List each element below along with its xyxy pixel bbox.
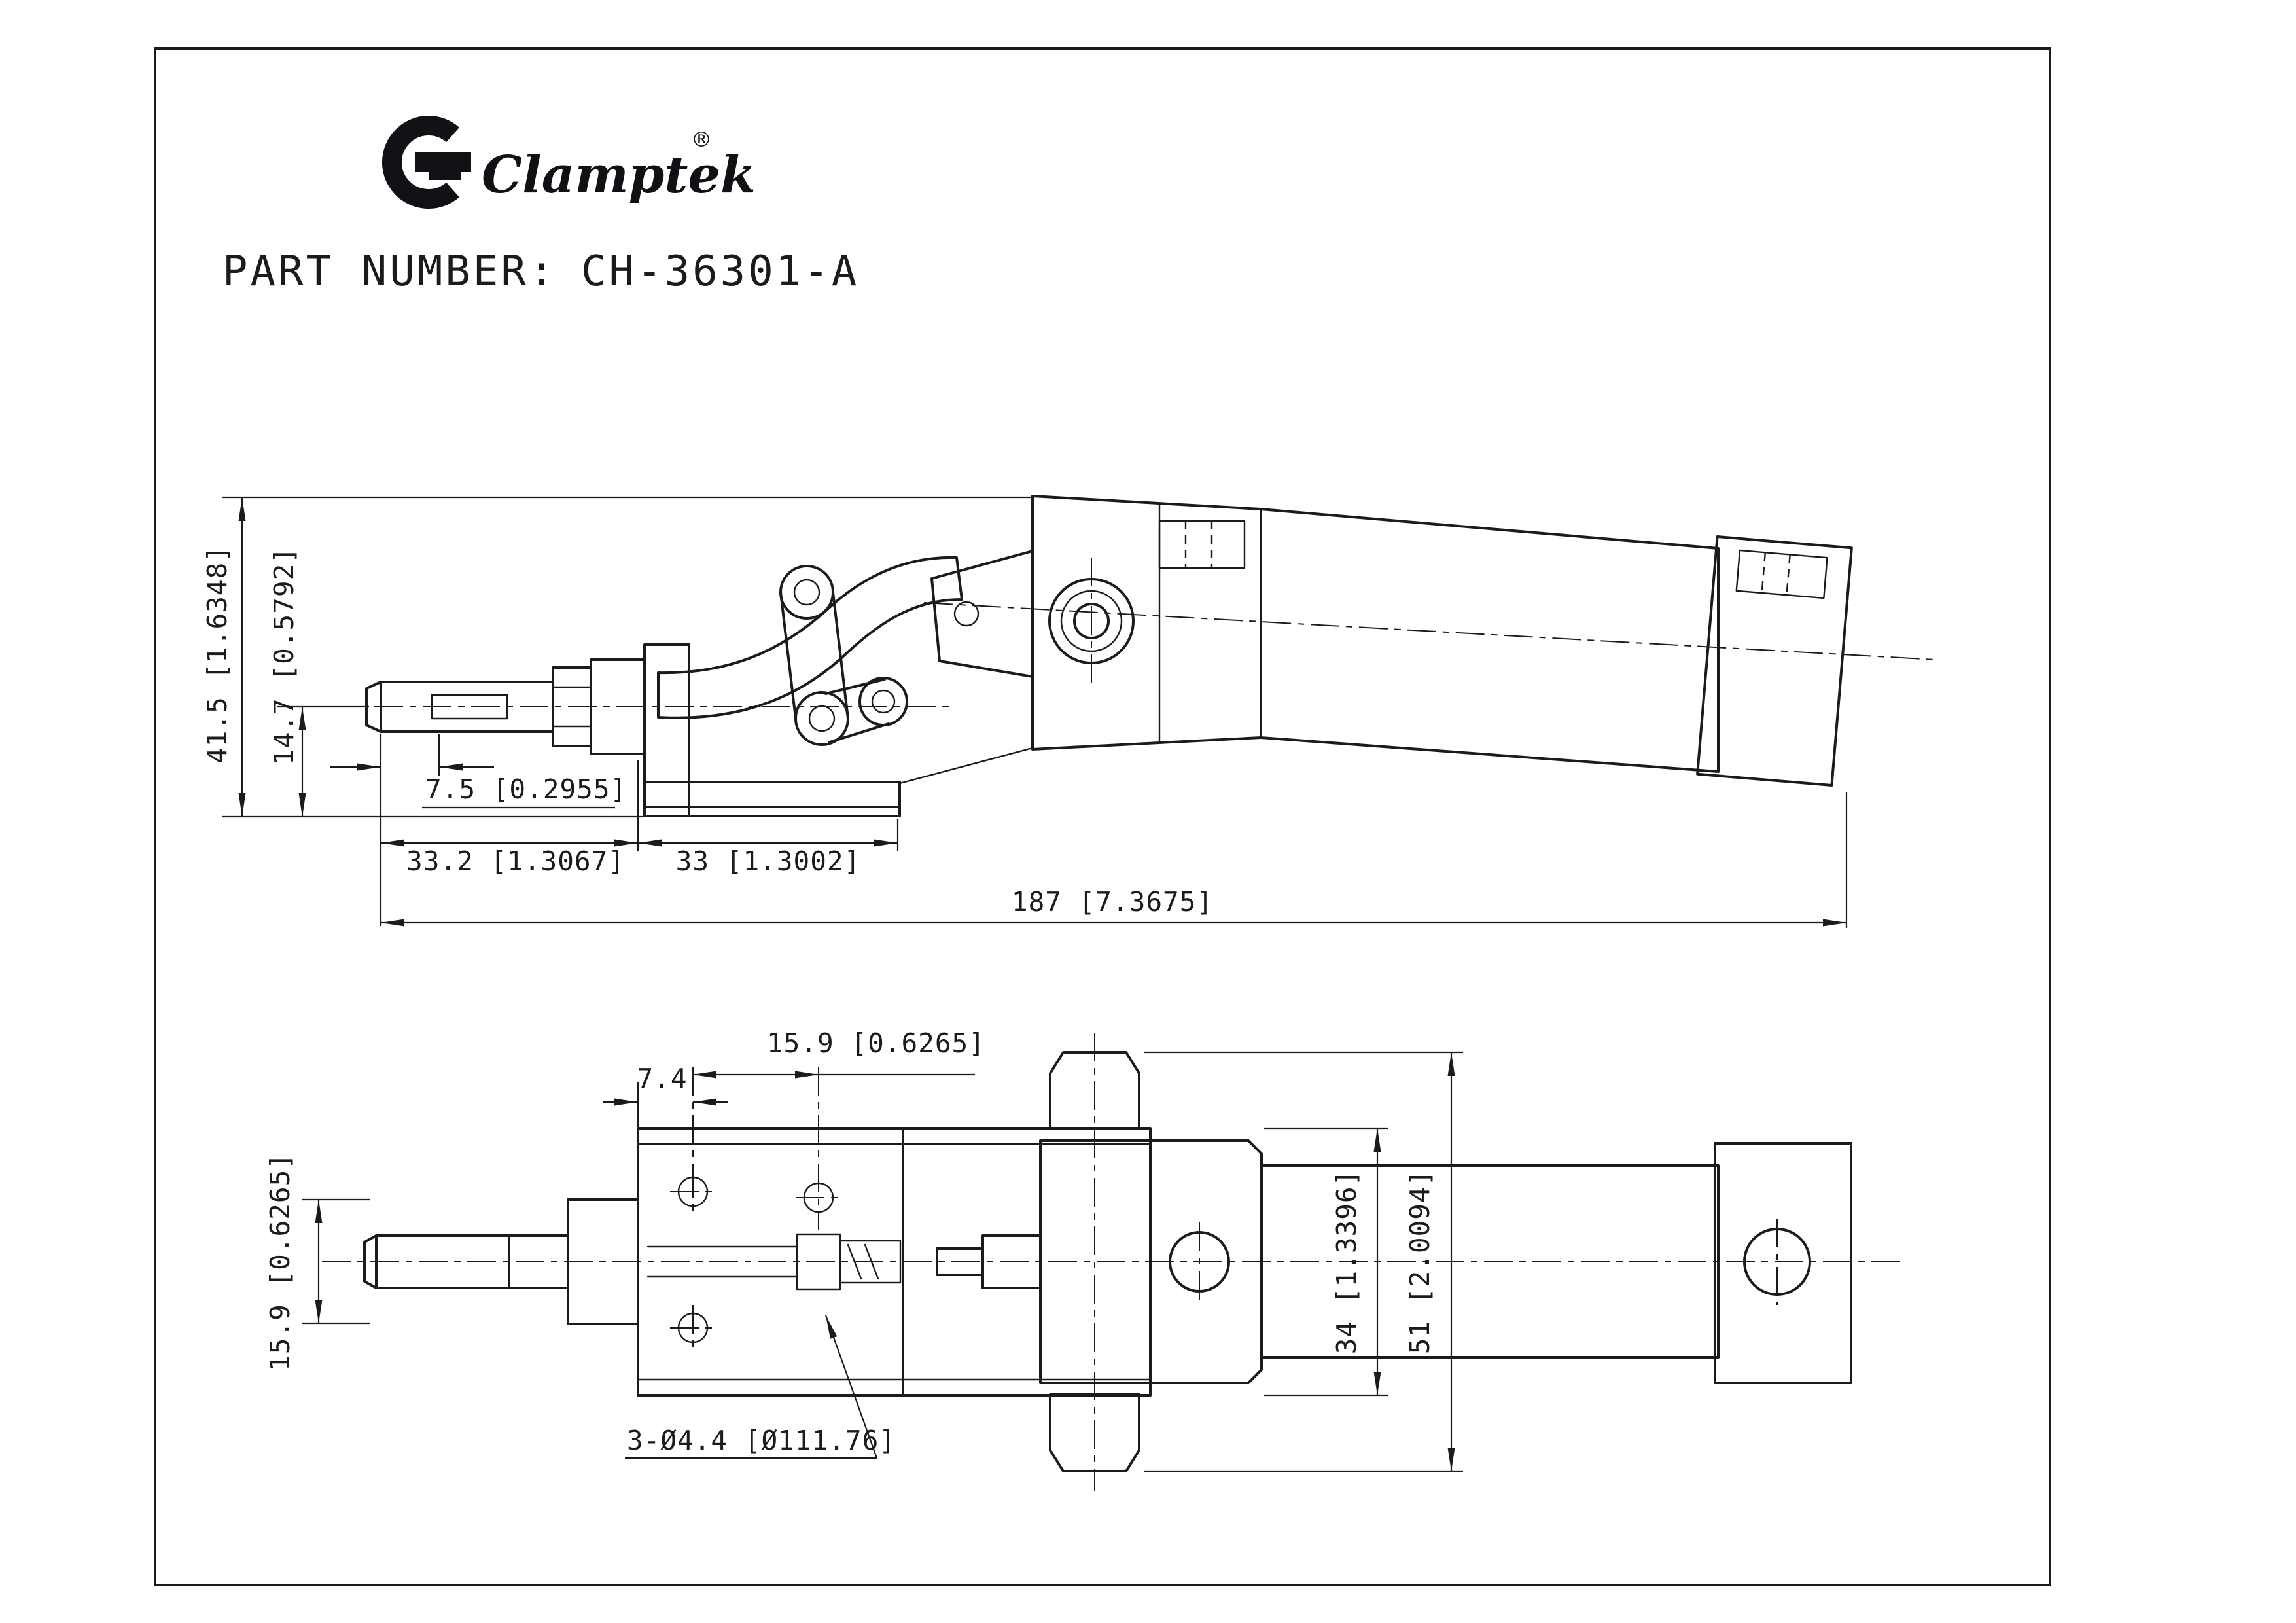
plan-pivot-bosses — [1049, 1051, 1140, 1472]
clamptek-logo-icon — [381, 116, 471, 209]
dim-overall-length-text: 187 [7.3675] — [1012, 886, 1213, 918]
note-holes: 3-Ø4.4 [Ø111.76] — [625, 1315, 896, 1459]
dim-center-height: 14.7 [0.5792] — [268, 546, 369, 817]
toggle-links — [779, 565, 980, 746]
air-port-front — [1158, 520, 1246, 569]
dim-overall-length: 187 [7.3675] — [381, 792, 1848, 928]
dim-hole-spacing: 15.9 [0.6265] — [692, 1027, 985, 1230]
dim-overall-height-text: 41.5 [1.6348] — [202, 545, 233, 764]
registered-mark: ® — [691, 127, 712, 152]
part-number-row: PART NUMBER: CH-36301-A — [222, 247, 859, 296]
dim-body-width-text: 34 [1.3396] — [1331, 1169, 1362, 1355]
clevis-ear — [930, 550, 1034, 678]
dim-center-height-text: 14.7 [0.5792] — [268, 546, 300, 765]
dim-overall-height: 41.5 [1.6348] — [202, 496, 1033, 818]
cylinder-end-cap — [1696, 535, 1853, 787]
dim-body-width: 34 [1.3396] — [1264, 1127, 1388, 1397]
dim-base-length: 33 [1.3002] — [638, 819, 899, 877]
note-holes-text: 3-Ø4.4 [Ø111.76] — [627, 1425, 896, 1456]
dim-thread: 7.5 [0.2955] — [330, 734, 627, 926]
dim-edge-offset: 7.4 — [603, 1063, 728, 1127]
dim-slot-width: 15.9 [0.6265] — [264, 1152, 370, 1371]
lever-arm — [657, 556, 963, 719]
dim-thread-text: 7.5 [0.2955] — [425, 774, 627, 805]
dim-base-length-text: 33 [1.3002] — [676, 846, 861, 877]
dim-overall-width-text: 51 [2.0094] — [1404, 1169, 1436, 1355]
air-port-rear — [1735, 549, 1828, 599]
dim-edge-offset-text: 7.4 — [637, 1063, 687, 1094]
plan-view: 15.9 [0.6265] 7.4 15.9 [0.6265] 34 [1.33… — [264, 1027, 1907, 1491]
dim-overall-width: 51 [2.0094] — [1144, 1051, 1463, 1472]
part-number-label: PART NUMBER: — [222, 247, 556, 296]
dim-rod-length: 33.2 [1.3067] — [381, 760, 639, 877]
dim-slot-width-text: 15.9 [0.6265] — [264, 1152, 296, 1371]
mounting-bracket — [643, 643, 901, 817]
side-view: 41.5 [1.6348] 14.7 [0.5792] 7.5 [0.2955]… — [202, 495, 1936, 928]
plan-centerlines — [322, 1033, 1907, 1491]
ear-pin-hole — [953, 601, 980, 627]
brand-text: Clamptek — [482, 145, 756, 205]
part-number-value: CH-36301-A — [581, 247, 859, 296]
dim-hole-spacing-text: 15.9 [0.6265] — [767, 1027, 985, 1059]
logo: Clamptek ® — [381, 116, 756, 209]
dim-rod-length-text: 33.2 [1.3067] — [406, 846, 625, 877]
side-centerlines — [326, 558, 1936, 707]
